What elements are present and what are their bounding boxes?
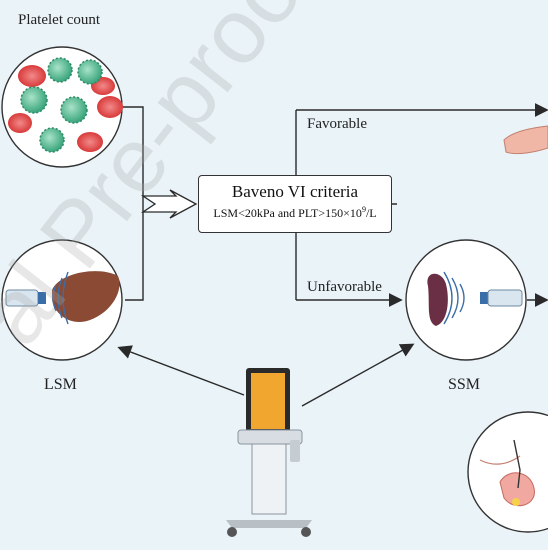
hand-icon: [503, 125, 548, 155]
condition-prefix: LSM<20kPa and PLT>150×10: [213, 206, 362, 220]
favorable-label: Favorable: [307, 116, 367, 132]
baveno-criteria-box: Baveno VI criteria LSM<20kPa and PLT>150…: [198, 175, 392, 233]
spleen-elastography-icon: [405, 239, 527, 361]
lsm-label: LSM: [44, 376, 77, 393]
condition-suffix: /L: [365, 206, 377, 220]
unfavorable-label: Unfavorable: [307, 279, 382, 295]
ssm-label: SSM: [448, 376, 481, 393]
liver-elastography-icon: [1, 239, 123, 361]
condition-exponent: 9: [361, 205, 366, 214]
elastography-device-icon: [226, 368, 312, 537]
criteria-condition: LSM<20kPa and PLT>150×109/L: [199, 205, 391, 221]
merge-arrow: [140, 189, 198, 219]
endoscopy-icon: [467, 411, 548, 533]
platelet-count-label: Platelet count: [18, 12, 101, 28]
criteria-title: Baveno VI criteria: [231, 182, 359, 201]
blood-cells-icon: [1, 46, 123, 168]
